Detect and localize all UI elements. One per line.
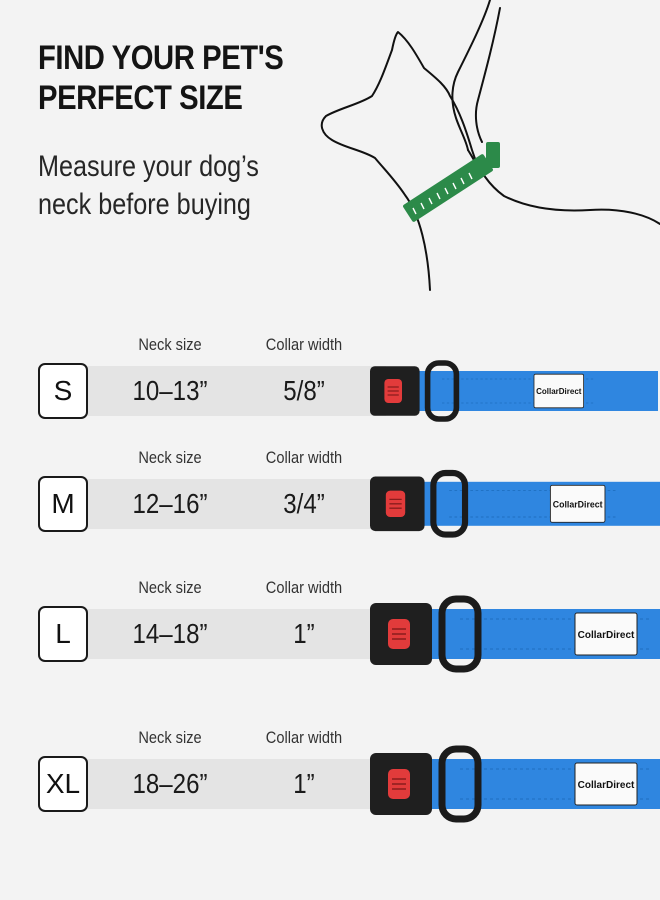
dog-measuring-illustration: [320, 0, 660, 291]
brand-tag: [574, 762, 638, 806]
neck-size-label: Neck size: [138, 335, 202, 354]
page-subtitle: Measure your dog’s neck before buying: [38, 148, 290, 224]
collar-image: CollarDirect: [370, 745, 660, 823]
d-ring-icon: [430, 469, 469, 538]
size-badge: XL: [38, 756, 88, 812]
brand-label: CollarDirect: [578, 630, 635, 641]
neck-size-label: Neck size: [138, 578, 202, 597]
title-line-1: FIND YOUR PET'S: [38, 39, 284, 77]
neck-size-value: 14–18”: [132, 618, 208, 649]
collar-width-value: 1”: [293, 768, 315, 799]
brand-tag: [533, 373, 585, 409]
size-badge: L: [38, 606, 88, 662]
collar-width-label: Collar width: [265, 728, 343, 747]
collar-image: CollarDirect: [370, 360, 658, 422]
collar-width-label: Collar width: [265, 578, 343, 597]
size-badge: S: [38, 363, 88, 419]
neck-size-value: 12–16”: [132, 488, 208, 519]
size-badge: M: [38, 476, 88, 532]
brand-label: CollarDirect: [536, 387, 582, 396]
collar-width-value: 5/8”: [283, 375, 325, 406]
collar-width-value: 1”: [293, 618, 315, 649]
title-line-2: PERFECT SIZE: [38, 79, 243, 117]
size-band: [86, 759, 386, 809]
collar-strap: [422, 481, 660, 526]
d-ring-icon: [438, 745, 482, 823]
size-band: [86, 609, 386, 659]
neck-size-value: 10–13”: [132, 375, 208, 406]
collar-image: CollarDirect: [370, 595, 660, 673]
subtitle-line-2: neck before buying: [38, 188, 251, 221]
brand-label: CollarDirect: [578, 780, 635, 791]
collar-width-value: 3/4”: [283, 488, 325, 519]
neck-size-label: Neck size: [138, 728, 202, 747]
measuring-tape-icon: [403, 142, 500, 222]
collar-width-label: Collar width: [265, 335, 343, 354]
brand-tag: [549, 484, 606, 523]
page-title: FIND YOUR PET'S PERFECT SIZE: [38, 38, 330, 118]
subtitle-line-1: Measure your dog’s: [38, 150, 259, 183]
collar-width-label: Collar width: [265, 448, 343, 467]
d-ring-icon: [424, 360, 460, 422]
neck-size-label: Neck size: [138, 448, 202, 467]
neck-size-value: 18–26”: [132, 768, 208, 799]
d-ring-icon: [438, 595, 482, 673]
collar-image: CollarDirect: [370, 469, 660, 538]
size-band: [86, 479, 386, 529]
brand-label: CollarDirect: [553, 499, 603, 509]
brand-tag: [574, 612, 638, 656]
size-band: [86, 366, 386, 416]
